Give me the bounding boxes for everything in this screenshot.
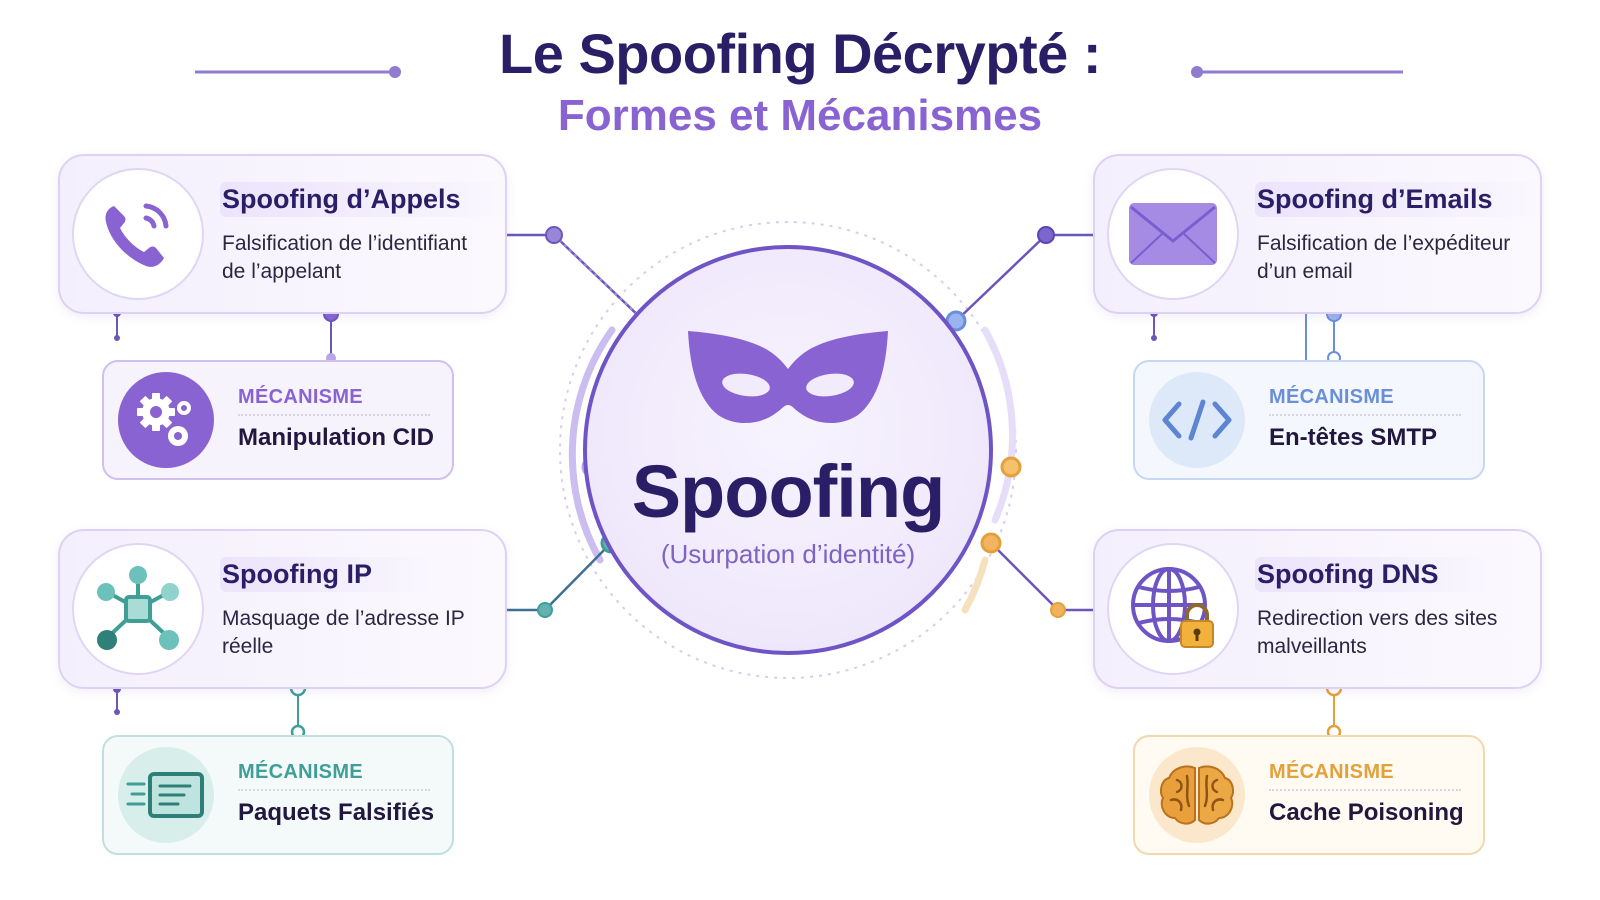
central-hub: Spoofing (Usurpation d’identité) [583,245,993,655]
type-title: Spoofing d’Emails [1255,182,1553,217]
type-title: Spoofing DNS [1255,557,1499,592]
center-subtitle: (Usurpation d’identité) [660,539,916,569]
type-description: Falsification de l’expéditeur d’un email [1257,232,1511,283]
type-card-dns: Spoofing DNS Redirection vers des sites … [1093,529,1542,689]
mechanism-value: Cache Poisoning [1269,799,1464,826]
mechanism-value: Paquets Falsifiés [238,799,435,826]
brain-icon [1149,747,1245,843]
type-card-emails: Spoofing d’Emails Falsification de l’exp… [1093,154,1553,314]
mechanism-card-smtp: MÉCANISME En-têtes SMTP [1133,360,1485,480]
type-card-ip: Spoofing IP Masquage de l’adresse IP rée… [58,529,507,689]
type-description: Redirection vers des sites malveillants [1257,607,1498,658]
type-title: Spoofing d’Appels [220,182,521,217]
header: Le Spoofing Décrypté : Formes et Mécanis… [0,22,1600,144]
envelope-icon [1107,168,1239,300]
mechanism-divider [238,789,430,791]
mechanism-divider [1269,789,1461,791]
type-description: Falsification de l’identifiant de l’appe… [222,232,468,283]
page-title: Le Spoofing Décrypté : [499,22,1101,85]
phone-icon [72,168,204,300]
network-icon [72,543,204,675]
page-subtitle: Formes et Mécanismes [557,91,1043,140]
mechanism-card-cache: MÉCANISME Cache Poisoning [1133,735,1485,855]
mechanism-value: Manipulation CID [238,424,434,451]
mechanism-divider [1269,414,1461,416]
globe-lock-icon [1107,543,1239,675]
packet-icon [118,747,214,843]
mechanism-value: En-têtes SMTP [1269,424,1438,451]
mechanism-divider [238,414,430,416]
mechanism-label: MÉCANISME [238,386,363,408]
type-description: Masquage de l’adresse IP réelle [222,607,465,658]
mechanism-label: MÉCANISME [238,761,363,783]
gears-icon [118,372,214,468]
mechanism-card-packets: MÉCANISME Paquets Falsifiés [102,735,454,855]
mask-icon [688,331,888,424]
mechanism-label: MÉCANISME [1269,761,1394,783]
mechanism-card-cid: MÉCANISME Manipulation CID [102,360,454,480]
type-card-calls: Spoofing d’Appels Falsification de l’ide… [58,154,521,314]
mechanism-label: MÉCANISME [1269,386,1394,408]
type-title: Spoofing IP [220,557,432,592]
code-icon [1149,372,1245,468]
center-title: Spoofing [631,450,946,533]
